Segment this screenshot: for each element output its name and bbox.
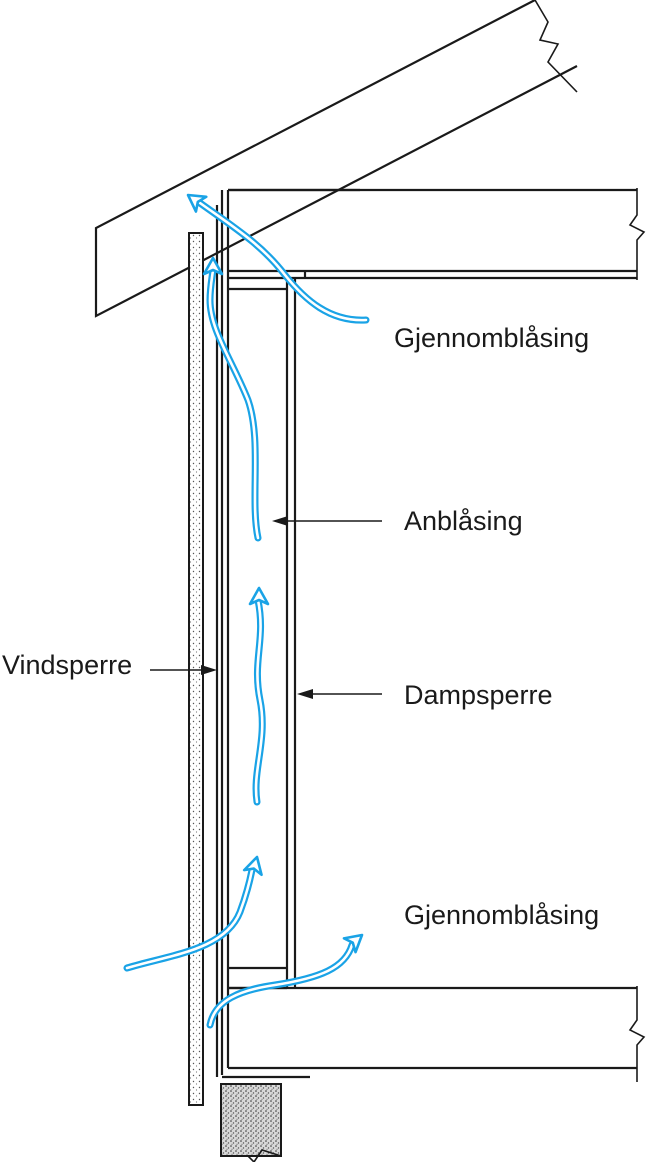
airflow-up-upper-head — [202, 256, 224, 276]
ceiling-joist — [228, 188, 646, 280]
label-inflow: Anblåsing — [404, 506, 523, 536]
label-top-blowthrough: Gjennomblåsing — [394, 323, 590, 353]
label-bottom-blowthrough: Gjennomblåsing — [404, 900, 600, 930]
airflow-up-middle — [248, 586, 270, 806]
roof-rafter — [94, 0, 578, 318]
exterior-cladding — [188, 232, 204, 1106]
floor-joist — [228, 986, 646, 1082]
airflow-up-upper — [202, 256, 262, 542]
label-wind-barrier: Vindsperre — [2, 650, 133, 680]
airflow-inflow-bottom — [123, 855, 263, 972]
leader-vindsperre — [150, 665, 217, 675]
airflow-bottom-blowthrough — [206, 933, 364, 1029]
airflow-top-blowthrough-head — [186, 193, 208, 213]
label-vapour-barrier: Dampsperre — [404, 680, 553, 710]
airflow-bottom-blowthrough-head — [342, 933, 364, 954]
airflow-arrows — [123, 193, 370, 1029]
airflow-inflow-bottom-head — [242, 855, 263, 877]
airflow-up-middle-head — [248, 586, 270, 606]
foundation-block — [220, 1083, 282, 1164]
airflow-top-blowthrough — [186, 193, 370, 324]
leader-anblasing — [272, 516, 382, 526]
leader-dampsperre — [297, 689, 382, 699]
